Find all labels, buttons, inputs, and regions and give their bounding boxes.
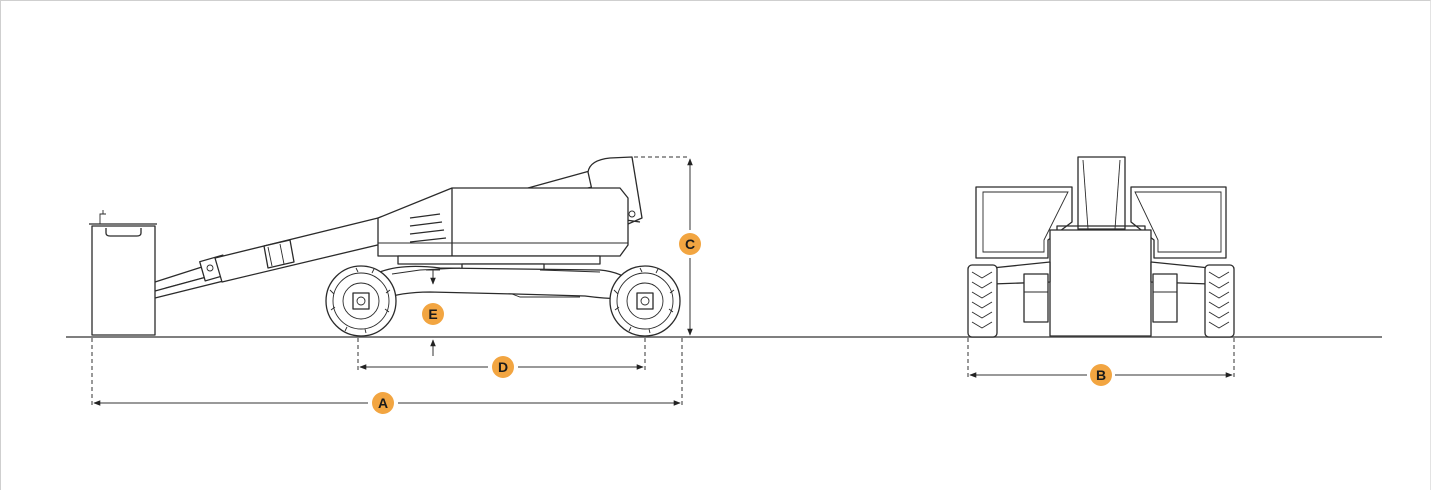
badge-e bbox=[422, 303, 444, 325]
badge-d bbox=[492, 356, 514, 378]
chassis bbox=[367, 265, 635, 301]
rear-axle bbox=[991, 261, 1211, 323]
label-d: D bbox=[498, 359, 508, 375]
dimension-e: E bbox=[422, 269, 444, 356]
dimension-b: B bbox=[969, 364, 1233, 386]
rear-view bbox=[967, 156, 1235, 338]
rear-right-tire bbox=[1204, 264, 1235, 338]
dimension-a: A bbox=[93, 392, 681, 414]
label-a: A bbox=[378, 395, 388, 411]
label-b: B bbox=[1096, 367, 1106, 383]
rear-side-housings bbox=[975, 186, 1227, 259]
badge-a bbox=[372, 392, 394, 414]
label-c: C bbox=[685, 236, 695, 252]
rear-center-body bbox=[1049, 229, 1152, 337]
badge-b bbox=[1090, 364, 1112, 386]
dimension-c: C bbox=[679, 158, 701, 336]
side-view bbox=[89, 156, 681, 337]
rear-wheel bbox=[609, 265, 681, 337]
label-e: E bbox=[428, 306, 437, 322]
dimension-d: D bbox=[359, 356, 644, 378]
platform-basket bbox=[89, 210, 157, 336]
front-wheel bbox=[325, 265, 397, 337]
badge-c bbox=[679, 233, 701, 255]
rear-left-tire bbox=[967, 264, 998, 338]
